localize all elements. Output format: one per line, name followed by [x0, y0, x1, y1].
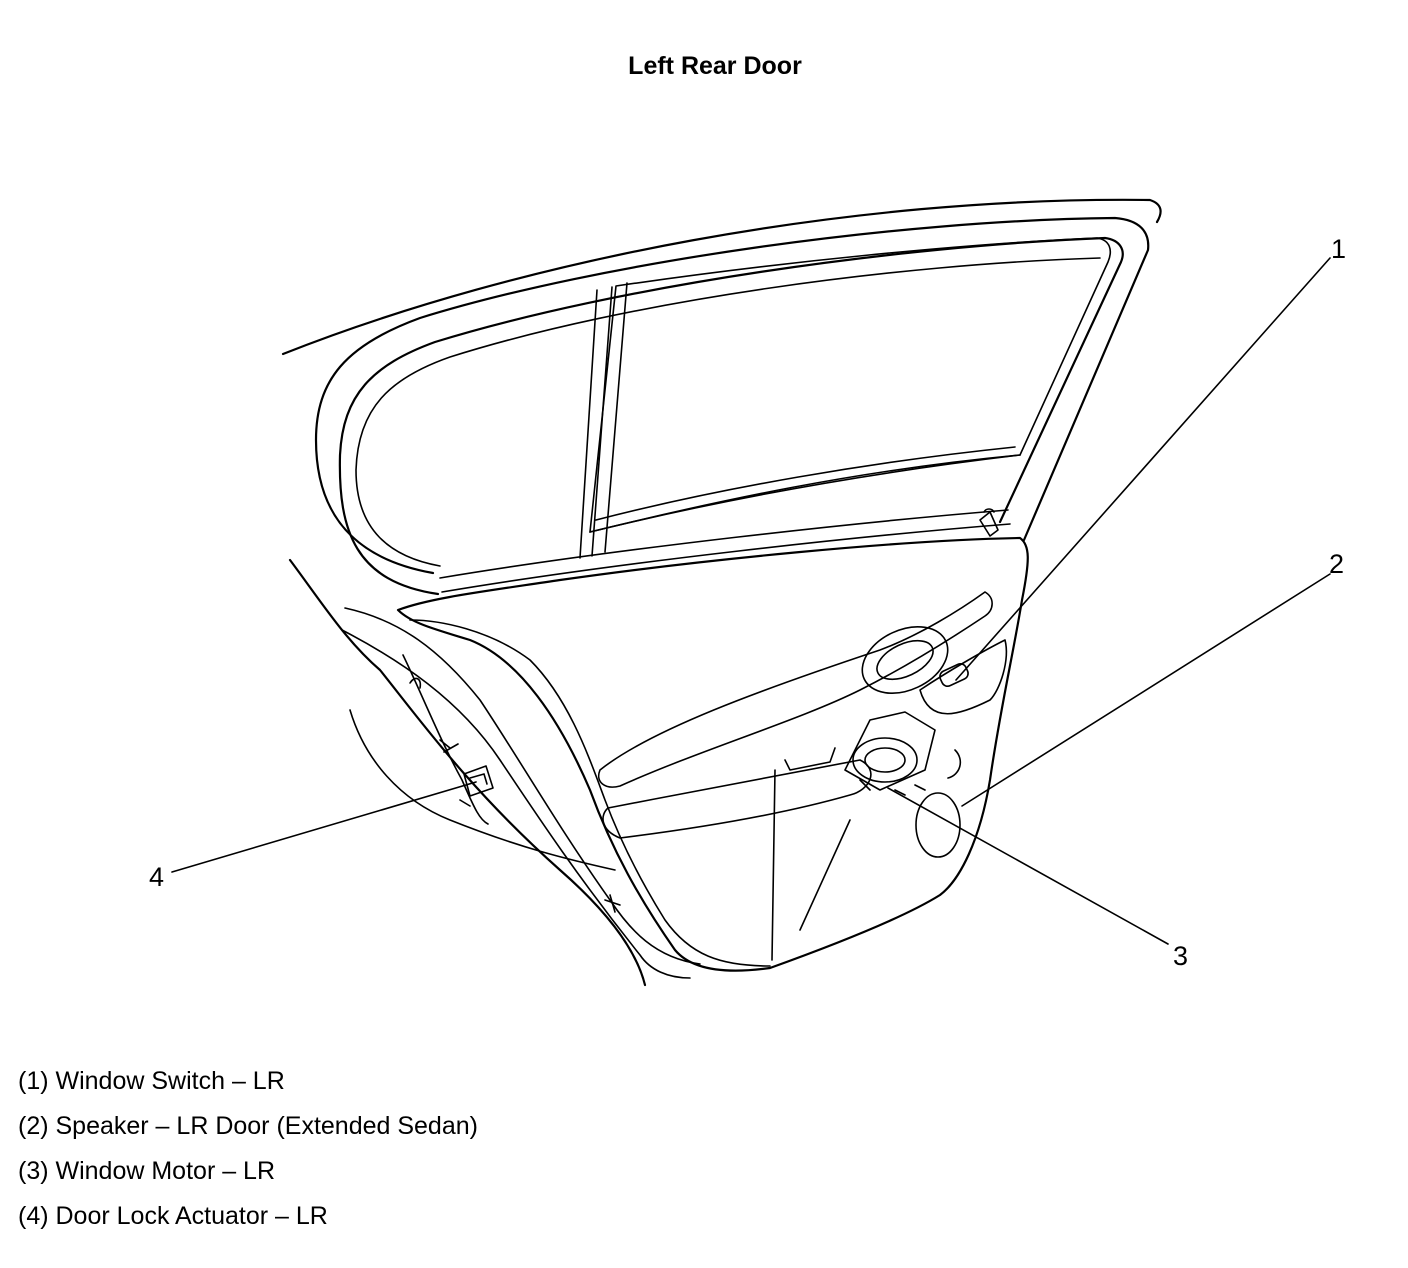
- legend-item-window-switch: (1) Window Switch – LR: [18, 1067, 285, 1095]
- callout-4-leader: [171, 781, 477, 873]
- callout-2-leader: [961, 573, 1331, 807]
- roof-outer-line: [281, 198, 1162, 356]
- callout-1-leader: [955, 257, 1331, 681]
- speaker: [915, 792, 961, 858]
- window-motor: [852, 737, 918, 783]
- callout-2-number: 2: [1329, 549, 1344, 579]
- door-lock-knob: [979, 508, 999, 537]
- armrest: [598, 591, 993, 788]
- map-pocket: [602, 759, 872, 839]
- callout-1-number: 1: [1331, 234, 1346, 264]
- door-frame-outer: [314, 216, 1150, 575]
- legend-item-window-motor: (3) Window Motor – LR: [18, 1157, 276, 1185]
- callout-3-leader: [887, 787, 1169, 945]
- door-lock-actuator: [463, 765, 494, 797]
- callout-4-number: 4: [149, 862, 164, 892]
- diagram-title: Left Rear Door: [628, 52, 802, 80]
- door-handle: [861, 626, 949, 694]
- door-frame-inner: [338, 236, 1124, 596]
- legend-item-speaker: (2) Speaker – LR Door (Extended Sedan): [18, 1112, 478, 1140]
- division-bar: [579, 282, 628, 559]
- door-glass: [589, 237, 1112, 533]
- callout-legend: (1) Window Switch – LR (2) Speaker – LR …: [18, 1064, 478, 1244]
- legend-item-door-lock-actuator: (4) Door Lock Actuator – LR: [18, 1202, 328, 1230]
- door-trim-panel: [396, 536, 1029, 972]
- callout-3-number: 3: [1173, 941, 1188, 971]
